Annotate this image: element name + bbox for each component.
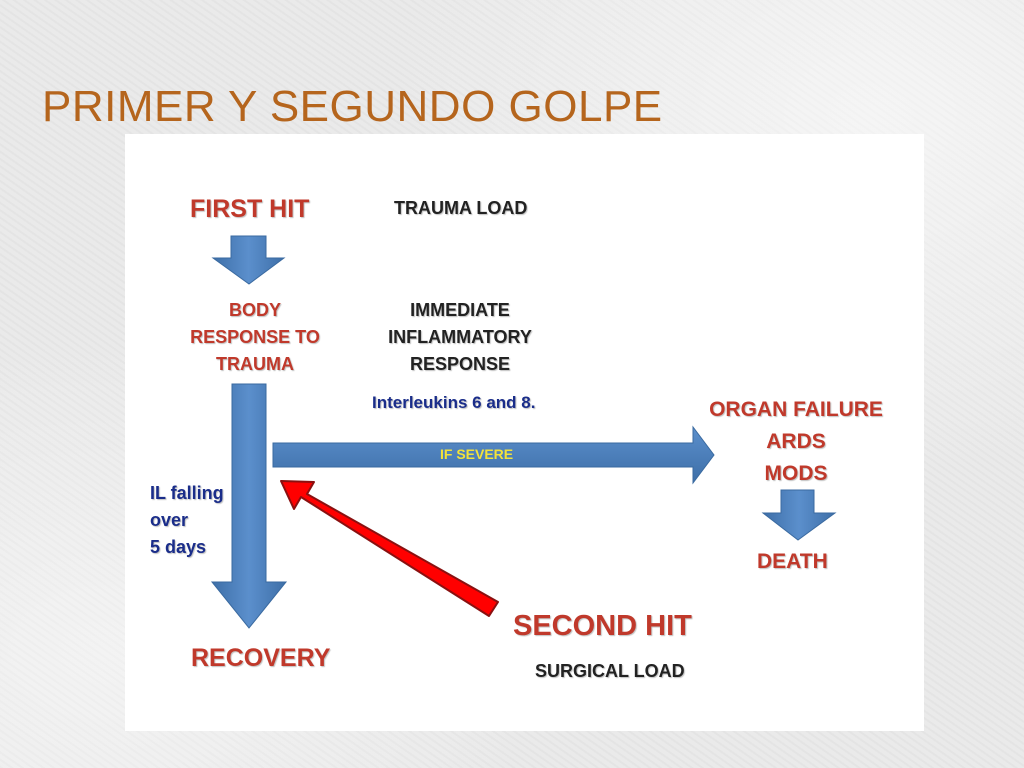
recovery-down-arrow [210, 383, 288, 629]
trauma-load-label: TRAUMA LOAD [394, 198, 528, 218]
first-hit-down-arrow [211, 235, 286, 285]
second-hit-label: SECOND HIT [513, 610, 692, 642]
surgical-load-label: SURGICAL LOAD [535, 661, 685, 681]
recovery-label: RECOVERY [191, 644, 331, 672]
first-hit-label: FIRST HIT [190, 195, 310, 223]
organ-failure-label: ORGAN FAILURE ARDS MODS [709, 398, 883, 485]
second-hit-arrow [280, 480, 499, 617]
il-falling-label: IL falling over 5 days [150, 483, 224, 557]
slide-title: PRIMER Y SEGUNDO GOLPE [42, 82, 663, 131]
body-response-label: BODY RESPONSE TO TRAUMA [190, 300, 320, 374]
immediate-response-label: IMMEDIATE INFLAMMATORY RESPONSE [388, 300, 532, 374]
if-severe-right-arrow [272, 425, 715, 485]
death-label: DEATH [757, 550, 828, 573]
interleukins-label: Interleukins 6 and 8. [372, 393, 536, 412]
if-severe-label: IF SEVERE [440, 446, 514, 462]
organ-failure-down-arrow [761, 489, 837, 541]
